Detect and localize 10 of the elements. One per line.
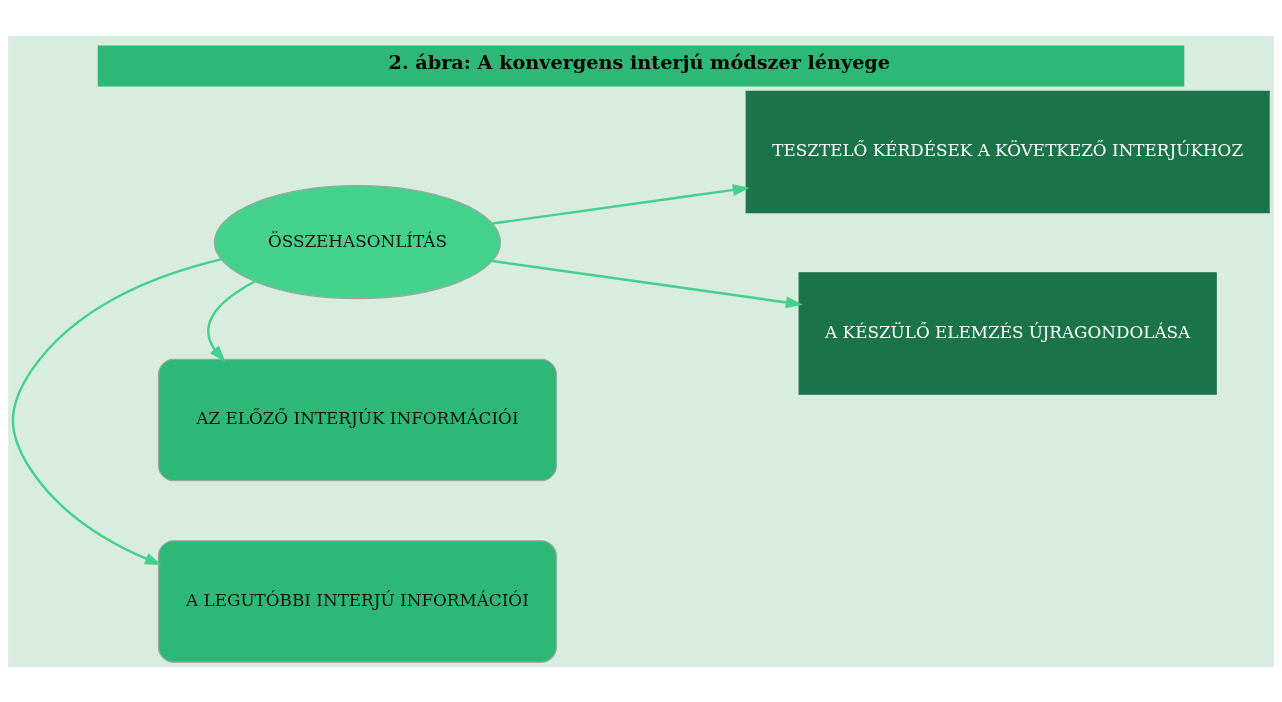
arrow	[492, 183, 750, 225]
diagram-title: 2. ábra: A konvergens interjú módszer lényege	[388, 50, 891, 74]
node-box: AZ ELŐZŐ INTERJÚK INFORMÁCIÓI	[157, 358, 557, 481]
node-box: A LEGUTÓBBI INTERJÚ INFORMÁCIÓI	[157, 539, 557, 663]
node-box: TESZTELŐ KÉRDÉSEK A KÖVETKEZŐ INTERJÚKHOZ	[745, 90, 1270, 213]
arrow	[207, 279, 256, 362]
node-ellipse: ÖSSZEHASONLÍTÁS	[213, 184, 502, 299]
arrow	[11, 257, 222, 565]
arrow	[492, 259, 803, 308]
node-box: A KÉSZÜLŐ ELEMZÉS ÚJRAGONDOLÁSA	[798, 271, 1217, 395]
